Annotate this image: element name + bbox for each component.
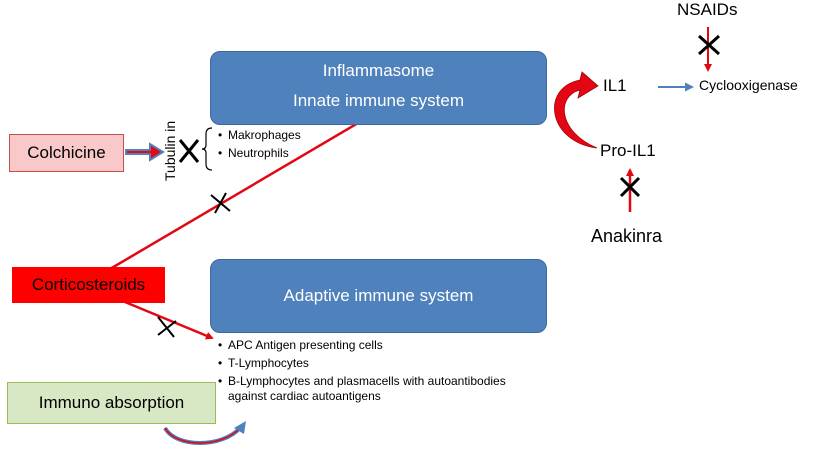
immuno-absorption-label: Immuno absorption	[38, 393, 185, 412]
colchicine-arrow	[125, 142, 165, 162]
nsaids-label: NSAIDs	[677, 0, 738, 19]
innate-immune-system-label: Innate immune system	[292, 91, 464, 110]
list-item: T-Lymphocytes	[218, 356, 518, 371]
corticosteroids-box: Corticosteroids	[12, 267, 165, 303]
list-item: APC Antigen presenting cells	[218, 338, 518, 353]
innate-cells-brace	[201, 127, 213, 171]
block-mark-corticosteroids-innate	[210, 192, 231, 214]
block-mark-corticosteroids-adaptive	[157, 316, 177, 338]
block-mark-nsaids	[697, 34, 721, 56]
adaptive-immune-system-label: Adaptive immune system	[283, 286, 474, 305]
colchicine-box: Colchicine	[9, 134, 124, 172]
pro-il1-label: Pro-IL1	[600, 141, 656, 160]
corticosteroids-label: Corticosteroids	[31, 275, 146, 294]
innate-cells-list: Makrophages Neutrophils	[218, 128, 301, 164]
immuno-absorption-curved-arrow	[163, 421, 246, 445]
pro-il1-to-il1-curved-arrow	[554, 71, 599, 149]
inflammasome-box: Inflammasome Innate immune system	[210, 51, 547, 125]
inflammasome-label: Inflammasome	[322, 61, 435, 80]
list-item: Makrophages	[218, 128, 301, 143]
colchicine-label: Colchicine	[27, 143, 106, 162]
il1-label: IL1	[603, 76, 627, 95]
tubulin-label: Tubulin in	[162, 120, 178, 181]
adaptive-cells-list: APC Antigen presenting cells T-Lymphocyt…	[218, 338, 518, 407]
corticosteroids-to-inflammasome-arrow	[109, 111, 377, 271]
cyclooxigenase-label: Cyclooxigenase	[699, 77, 798, 93]
adaptive-immune-box: Adaptive immune system	[210, 259, 547, 333]
immuno-absorption-box: Immuno absorption	[7, 382, 216, 424]
block-mark-colchicine	[178, 139, 200, 163]
block-mark-anakinra	[619, 176, 641, 198]
list-item: Neutrophils	[218, 146, 301, 161]
anakinra-label: Anakinra	[591, 226, 663, 246]
corticosteroids-to-apc-arrow	[124, 300, 214, 340]
list-item: B-Lymphocytes and plasmacells with autoa…	[218, 374, 518, 404]
